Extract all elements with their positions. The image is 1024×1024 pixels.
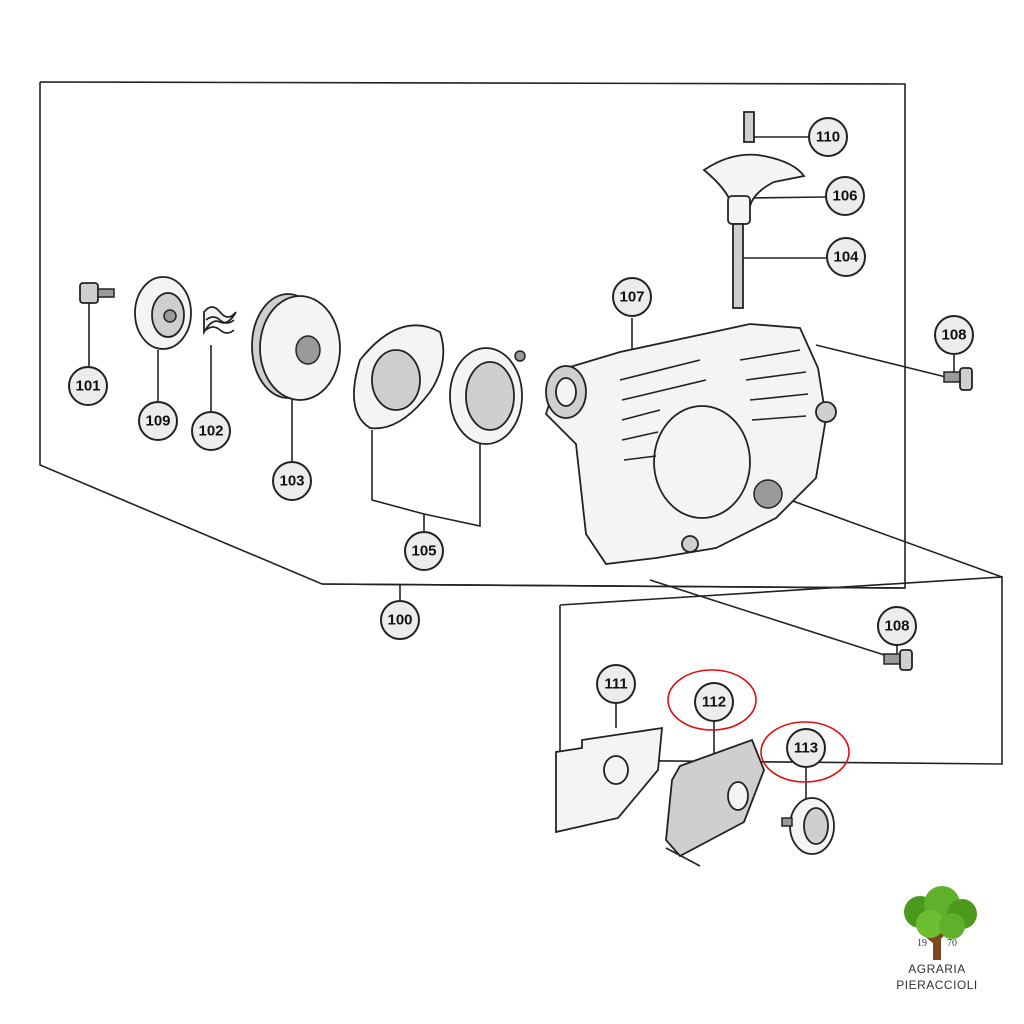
svg-text:105: 105 bbox=[411, 543, 436, 560]
callout-109: 109 bbox=[138, 401, 178, 441]
callout-106: 106 bbox=[825, 176, 865, 216]
assembly-frame bbox=[39, 81, 1003, 765]
highlight-oval-113 bbox=[760, 721, 850, 783]
callout-113: 113 bbox=[786, 728, 826, 768]
brand-name-line2: PIERACCIOLI bbox=[896, 978, 978, 992]
callout-102: 102 bbox=[191, 411, 231, 451]
leader-lines bbox=[88, 136, 1003, 800]
rope-drum-103-part bbox=[251, 293, 341, 401]
starter-housing-107-part bbox=[544, 323, 837, 565]
callout-101: 101 bbox=[68, 366, 108, 406]
callout-111: 111 bbox=[596, 664, 636, 704]
callout-104: 104 bbox=[826, 237, 866, 277]
spring-102-part bbox=[203, 306, 237, 336]
svg-text:108: 108 bbox=[884, 618, 909, 635]
callout-100: 100 bbox=[380, 600, 420, 640]
svg-text:101: 101 bbox=[75, 378, 100, 395]
callout-108-upper: 108 bbox=[934, 315, 974, 355]
year-left: 19 bbox=[917, 938, 927, 949]
knob-113-part bbox=[781, 797, 835, 855]
callout-107: 107 bbox=[612, 277, 652, 317]
screw-108-upper-part bbox=[943, 367, 973, 391]
svg-text:107: 107 bbox=[619, 289, 644, 306]
screw-108-lower-part bbox=[883, 649, 913, 671]
pulley-109-part bbox=[134, 276, 192, 350]
cover-112-part bbox=[665, 738, 765, 867]
brand-name-line1: AGRARIA bbox=[908, 962, 966, 976]
callout-110: 110 bbox=[808, 117, 848, 157]
year-right: 70 bbox=[947, 938, 957, 949]
svg-text:112: 112 bbox=[702, 694, 726, 711]
callout-108-lower: 108 bbox=[877, 606, 917, 646]
spring-cassette-105-part bbox=[353, 324, 526, 445]
tree-icon: 19 70 bbox=[904, 886, 977, 960]
svg-text:108: 108 bbox=[941, 327, 966, 344]
svg-text:103: 103 bbox=[279, 473, 304, 490]
highlight-oval-112 bbox=[667, 669, 757, 731]
callout-103: 103 bbox=[272, 461, 312, 501]
svg-text:110: 110 bbox=[816, 129, 840, 146]
svg-text:102: 102 bbox=[198, 423, 223, 440]
svg-text:106: 106 bbox=[832, 188, 857, 205]
callout-112: 112 bbox=[694, 682, 734, 722]
callout-105: 105 bbox=[404, 531, 444, 571]
starter-handle-assembly bbox=[702, 111, 806, 309]
svg-text:111: 111 bbox=[604, 676, 627, 693]
svg-text:113: 113 bbox=[794, 740, 818, 757]
svg-text:109: 109 bbox=[145, 413, 170, 430]
plate-111-part bbox=[555, 726, 664, 834]
svg-text:104: 104 bbox=[833, 249, 859, 266]
bolt-101-part bbox=[79, 282, 115, 304]
svg-text:100: 100 bbox=[387, 612, 412, 629]
